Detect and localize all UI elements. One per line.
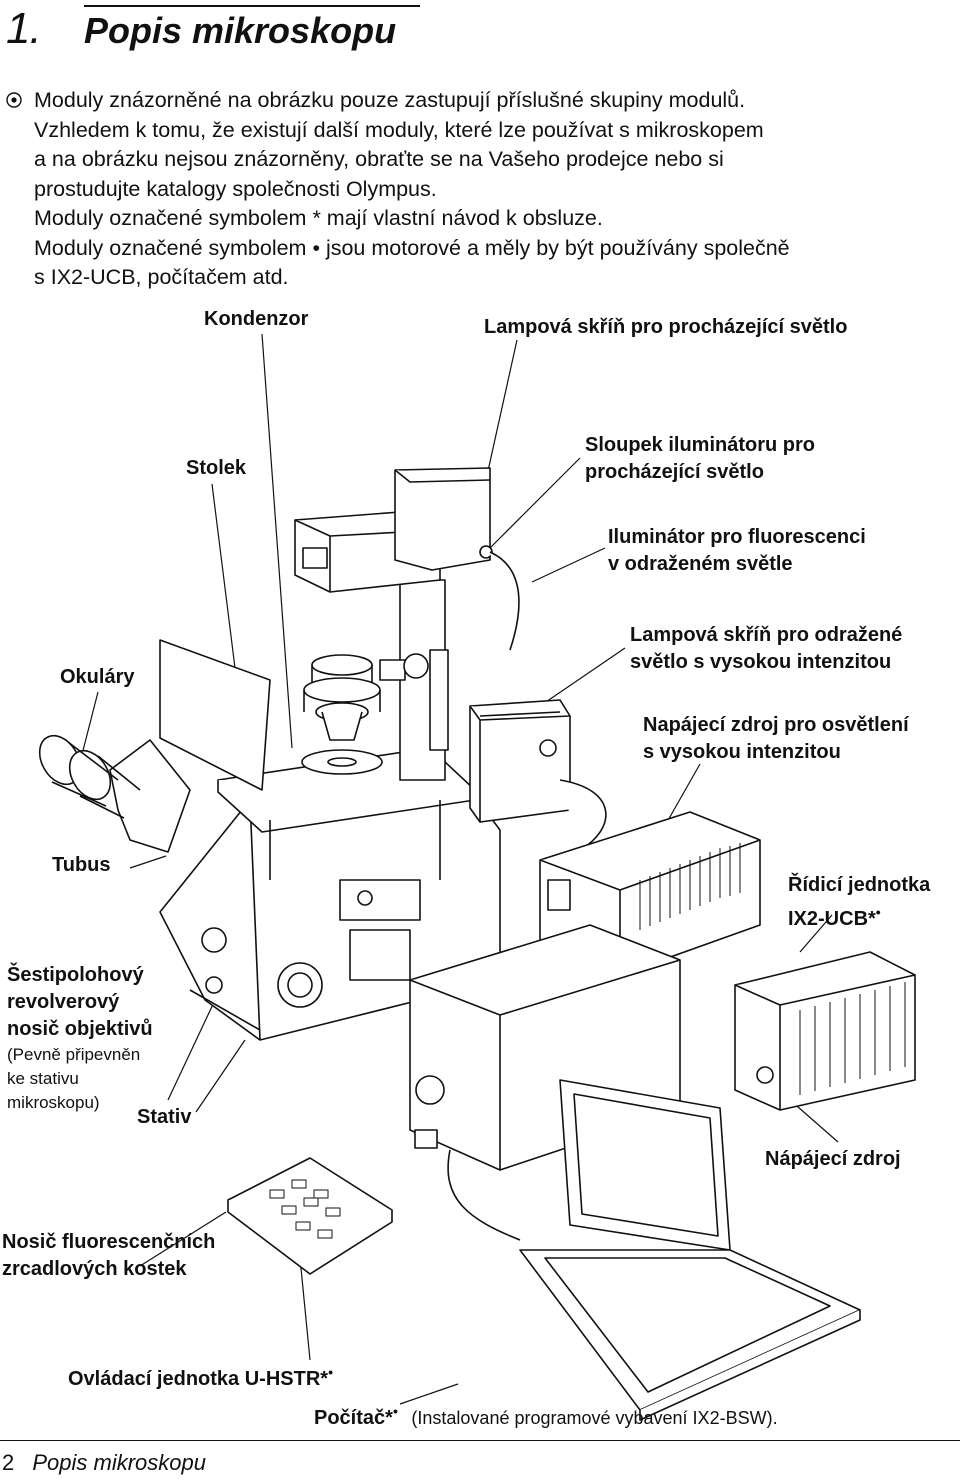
intro-line: Moduly označené symbolem • jsou motorové… [34,235,790,260]
microscope-stand [159,789,501,1041]
motorized-mark: • [875,904,881,920]
footer-rule [0,1440,960,1441]
label-tubus: Tubus [52,854,111,876]
motorized-mark: • [328,1364,333,1380]
intro-line: s IX2-UCB, počítačem atd. [34,265,289,289]
intro-line: prostudujte katalogy společnosti Olympus… [34,176,437,201]
intro-line: Vzhledem k tomu, že existují další modul… [34,117,764,142]
note-bullet-icon [6,92,22,108]
label-hand-switch: Ovládací jednotka U-HSTR*• [68,1364,333,1390]
label-nosepiece: Šestipolohový revolverový nosič objektiv… [7,964,153,1112]
intro-line: a na obrázku nejsou znázorněny, obraťte … [34,147,724,171]
label-iluminator: Iluminátor pro fluorescenci v odraženém … [608,526,866,575]
computer-note: (Instalované programové vybavení IX2-BSW… [411,1408,778,1428]
label-control-unit: Řídicí jednotka IX2-UCB*• [788,874,931,930]
intro-line: Moduly znázorněné na obrázku pouze zastu… [34,88,746,112]
page-number: 2 [2,1450,15,1475]
laptop [519,1079,861,1421]
label-okulary: Okuláry [60,666,135,688]
transmitted-lamp-housing [294,467,520,651]
hand-switch [227,1157,393,1275]
eyepieces-tube [38,639,271,853]
condenser-pillar [303,579,449,781]
label-sloupek: Sloupek iluminátoru pro procházející svě… [585,434,816,483]
footer: 2 Popis mikroskopu [2,1450,206,1476]
label-kondenzor: Kondenzor [204,308,309,330]
label-transmitted-lamp-housing: Lampová skříň pro procházející světlo [484,316,848,338]
intro-text: Moduly znázorněné na obrázku pouze zastu… [34,86,960,293]
reflected-lamp-housing [469,699,607,851]
motorized-mark: • [392,1403,398,1419]
label-computer: Počítač*• (Instalované programové vybave… [314,1403,778,1429]
label-mirror-unit-turret: Nosič fluorescenčních zrcadlových kostek [2,1231,216,1280]
header-rule [84,5,420,7]
label-stolek: Stolek [186,457,247,479]
intro-line: Moduly označené symbolem * mají vlastní … [34,206,603,230]
label-reflected-lamp-housing: Lampová skříň pro odražené světlo s vyso… [630,624,903,673]
chapter-title: Popis mikroskopu [84,10,397,51]
leader-lines [77,333,839,1405]
label-illumination-power-supply: Napájecí zdroj pro osvětlení s vysokou i… [643,714,909,763]
power-supply-unit [734,951,916,1111]
chapter-number: 1. [6,4,42,53]
label-stativ: Stativ [137,1106,192,1128]
label-power-supply: Nápájecí zdroj [765,1148,901,1170]
footer-title: Popis mikroskopu [32,1450,207,1475]
